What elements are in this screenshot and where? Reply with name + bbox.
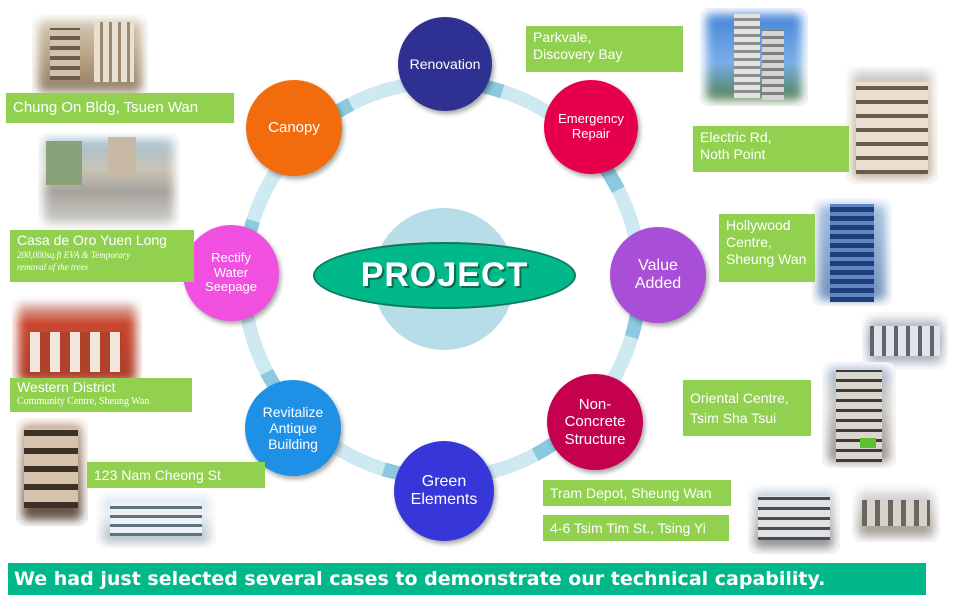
label-chung-on-bldg: Chung On Bldg, Tsuen Wan	[6, 93, 234, 123]
photo-oriental-centre	[822, 362, 896, 468]
node-emergency-repair-line-2: Repair	[571, 126, 611, 141]
footer-text: We had just selected several cases to de…	[14, 568, 826, 590]
label-electric-rd-line-2: Noth Point	[700, 146, 766, 162]
label-western-district: Western District Community Centre, Sheun…	[10, 378, 192, 412]
label-hollywood-line-1: Hollywood	[726, 217, 791, 233]
label-nam-cheong-text: 123 Nam Cheong St	[94, 467, 221, 483]
label-electric-rd-line-1: Electric Rd,	[700, 129, 772, 145]
node-revitalize-line-3: Building	[268, 436, 318, 453]
photo-tram-depot	[748, 484, 840, 554]
label-tsim-tim-text: 4-6 Tsim Tim St., Tsing Yi	[550, 520, 706, 536]
label-nam-cheong: 123 Nam Cheong St	[87, 462, 265, 488]
node-renovation[interactable]: Renovation	[398, 17, 492, 111]
label-casa-de-oro-sub-1: 200,000sq.ft EVA & Temporary	[17, 250, 131, 260]
label-hollywood-line-2: Centre,	[726, 234, 772, 250]
node-canopy-label: Canopy	[268, 119, 320, 137]
node-canopy[interactable]: Canopy	[246, 80, 342, 176]
photo-western-district	[12, 296, 142, 388]
photo-hollywood-centre	[812, 198, 892, 306]
label-oriental-line-2: Tsim Sha Tsui	[690, 410, 777, 426]
photo-corridor	[862, 312, 948, 370]
node-value-added-line-2: Added	[634, 275, 682, 292]
photo-electric-rd-building	[846, 66, 938, 184]
photo-nam-cheong-school	[96, 492, 216, 548]
photo-chung-on-building	[32, 14, 148, 98]
node-green-elements-line-1: Green	[421, 472, 467, 490]
label-electric-rd: Electric Rd, Noth Point	[693, 126, 849, 172]
label-hollywood-line-3: Sheung Wan	[726, 251, 807, 267]
node-non-concrete-line-3: Structure	[564, 430, 626, 448]
node-revitalize-line-2: Antique	[269, 419, 317, 436]
label-parkvale-line-2: Discovery Bay	[533, 46, 623, 62]
label-tram-depot-text: Tram Depot, Sheung Wan	[550, 485, 712, 501]
label-casa-de-oro-title: Casa de Oro Yuen Long	[17, 232, 167, 248]
node-rectify-line-2: Water	[213, 264, 249, 280]
node-rectify-line-3: Seepage	[204, 279, 258, 295]
label-tram-depot: Tram Depot, Sheung Wan	[543, 480, 731, 506]
label-parkvale: Parkvale, Discovery Bay	[526, 26, 683, 72]
photo-depot-roof	[852, 484, 940, 542]
label-chung-on-text: Chung On Bldg, Tsuen Wan	[13, 99, 199, 116]
node-renovation-label: Renovation	[409, 55, 481, 72]
label-parkvale-line-1: Parkvale,	[533, 29, 592, 45]
project-center-oval: PROJECT	[313, 242, 576, 309]
label-western-district-sub: Community Centre, Sheung Wan	[17, 396, 150, 407]
footer-banner: We had just selected several cases to de…	[8, 563, 926, 595]
label-oriental-line-1: Oriental Centre,	[690, 390, 789, 406]
node-non-concrete-line-1: Non-	[578, 396, 612, 414]
node-rectify-line-1: Rectify	[211, 249, 251, 265]
photo-shophouse	[16, 418, 88, 526]
label-hollywood-centre: Hollywood Centre, Sheung Wan	[719, 214, 815, 282]
node-non-concrete-line-2: Concrete	[564, 413, 626, 431]
node-value-added-line-1: Value	[638, 256, 678, 274]
label-casa-de-oro: Casa de Oro Yuen Long 200,000sq.ft EVA &…	[10, 230, 194, 282]
node-green-elements-line-2: Elements	[410, 491, 478, 508]
project-title: PROJECT	[360, 256, 529, 294]
photo-casa-de-oro-road	[38, 133, 180, 230]
node-emergency-repair-line-1: Emergency	[558, 111, 624, 127]
label-tsim-tim: 4-6 Tsim Tim St., Tsing Yi	[543, 515, 729, 541]
label-casa-de-oro-sub-2: removal of the trees	[17, 262, 89, 272]
photo-parkvale-tower	[700, 8, 808, 106]
node-revitalize-line-1: Revitalize	[262, 403, 324, 420]
label-western-district-title: Western District	[17, 379, 116, 395]
label-oriental-centre: Oriental Centre, Tsim Sha Tsui	[683, 380, 811, 436]
